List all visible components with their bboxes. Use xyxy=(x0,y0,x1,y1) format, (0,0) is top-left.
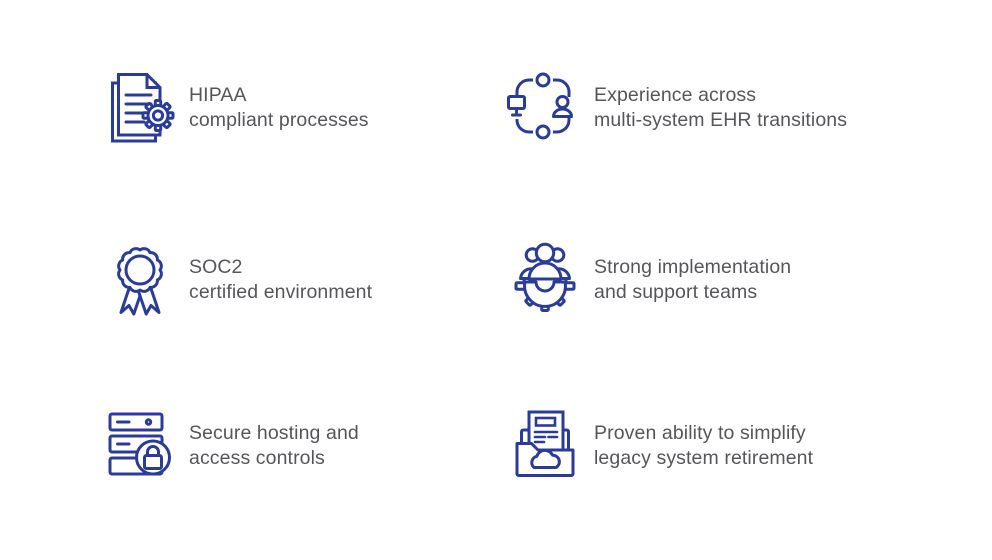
feature-line: Experience across xyxy=(594,84,757,106)
document-gear-icon xyxy=(100,66,180,150)
feature-hipaa: HIPAA compliant processes xyxy=(100,66,369,150)
feature-line: multi-system EHR transitions xyxy=(594,109,848,131)
server-lock-icon xyxy=(100,404,180,488)
feature-label: Experience across multi-system EHR trans… xyxy=(594,83,847,133)
folder-cloud-icon xyxy=(505,404,585,488)
feature-line: SOC2 xyxy=(189,256,243,278)
feature-label: Proven ability to simplify legacy system… xyxy=(594,421,813,471)
feature-line: HIPAA xyxy=(189,84,247,106)
feature-secure-hosting: Secure hosting and access controls xyxy=(100,404,359,488)
feature-line: and support teams xyxy=(594,281,758,303)
feature-line: Secure hosting and xyxy=(189,422,359,444)
feature-soc2: SOC2 certified environment xyxy=(100,238,372,322)
feature-label: Strong implementation and support teams xyxy=(594,255,791,305)
feature-line: legacy system retirement xyxy=(594,447,814,469)
feature-line: access controls xyxy=(189,447,325,469)
feature-line: Proven ability to simplify xyxy=(594,422,806,444)
feature-label: Secure hosting and access controls xyxy=(189,421,359,471)
feature-line: Strong implementation xyxy=(594,256,792,278)
feature-teams: Strong implementation and support teams xyxy=(505,238,791,322)
feature-label: HIPAA compliant processes xyxy=(189,83,369,133)
feature-legacy-retirement: Proven ability to simplify legacy system… xyxy=(505,404,813,488)
feature-label: SOC2 certified environment xyxy=(189,255,372,305)
feature-ehr-transitions: Experience across multi-system EHR trans… xyxy=(505,66,847,150)
award-ribbon-icon xyxy=(100,238,180,322)
feature-line: compliant processes xyxy=(189,109,369,131)
feature-line: certified environment xyxy=(189,281,373,303)
team-gear-icon xyxy=(505,238,585,322)
system-cycle-icon xyxy=(505,66,585,150)
